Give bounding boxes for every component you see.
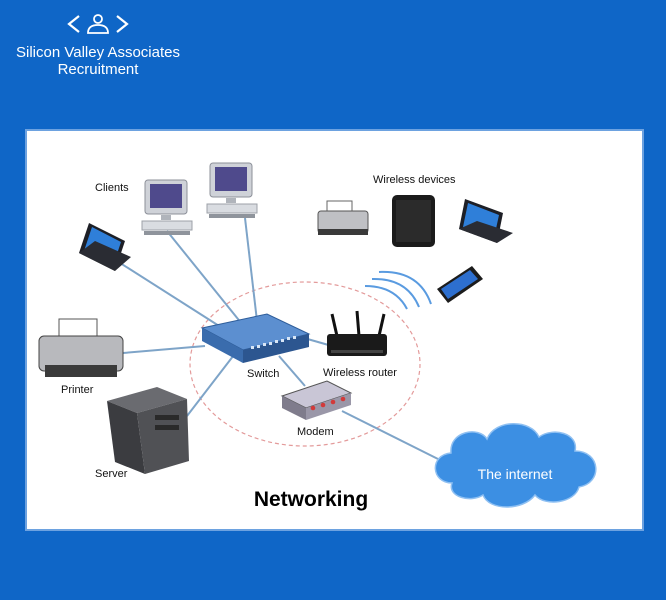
- label-wireless-router: Wireless router: [323, 367, 397, 379]
- laptop-client-icon: [79, 223, 131, 271]
- desktop-client-icon: [141, 179, 193, 235]
- tablet-icon: [392, 195, 435, 247]
- label-printer: Printer: [61, 384, 94, 396]
- internet-cloud-icon: [434, 423, 597, 508]
- brand-name: Silicon Valley Associates: [16, 44, 180, 61]
- label-server: Server: [95, 468, 128, 480]
- core-network-ellipse: [189, 281, 421, 447]
- brand: Silicon Valley Associates Recruitment: [8, 10, 188, 78]
- link-printer-switch: [122, 345, 206, 354]
- label-modem: Modem: [297, 426, 334, 438]
- diagram-panel: Clients Wireless devices Printer Switch …: [25, 129, 644, 531]
- label-wireless-devices: Wireless devices: [373, 174, 456, 186]
- link-switch-modem: [278, 355, 306, 387]
- link-client2-switch: [244, 217, 258, 322]
- desktop-client-icon: [206, 162, 258, 218]
- printer-icon: [38, 318, 124, 377]
- wireless-router-icon: [327, 310, 387, 356]
- server-icon: [107, 387, 189, 474]
- link-modem-internet: [341, 410, 453, 467]
- wireless-printer-icon: [317, 200, 369, 235]
- label-clients: Clients: [95, 182, 129, 194]
- code-brackets-person-icon: [67, 14, 129, 34]
- modem-icon: [280, 380, 353, 420]
- link-client1-switch: [166, 230, 243, 325]
- label-internet: The internet: [478, 466, 553, 482]
- wireless-laptop-icon: [459, 199, 513, 243]
- brand-tagline: Recruitment: [57, 61, 139, 78]
- label-switch: Switch: [247, 368, 279, 380]
- diagram-title: Networking: [254, 488, 368, 511]
- smartphone-icon: [437, 266, 483, 303]
- wireless-signal-icon: [364, 270, 432, 310]
- network-diagram: Clients Wireless devices Printer Switch …: [38, 162, 597, 511]
- network-switch-icon: [200, 313, 311, 363]
- link-server-switch: [186, 350, 238, 417]
- link-laptop-switch: [116, 260, 228, 332]
